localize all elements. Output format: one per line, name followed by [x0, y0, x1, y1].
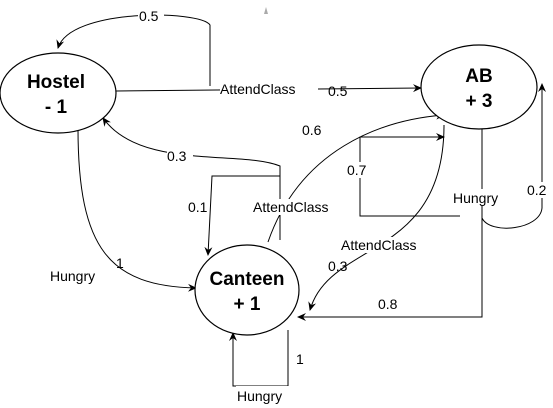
state-hostel-reward: - 1	[45, 97, 68, 118]
label-ab-self-attend-prob: 0.7	[347, 162, 367, 178]
state-canteen-reward: + 1	[234, 294, 261, 315]
label-canteen-self-hungry-action: Hungry	[237, 388, 282, 404]
state-canteen-name: Canteen	[210, 269, 285, 290]
state-ab-name: AB	[465, 66, 492, 87]
edge-hostel-to-canteen	[77, 127, 197, 292]
state-canteen: Canteen + 1	[194, 244, 300, 336]
label-canteen-self-attend-prob: 0.1	[188, 199, 208, 215]
state-ab-reward: + 3	[466, 91, 493, 112]
label-ab-hungry-action: Hungry	[453, 190, 498, 206]
label-canteen-to-hostel-prob: 0.3	[167, 148, 187, 164]
label-canteen-to-ab-action: AttendClass	[253, 199, 328, 215]
edge-canteen-to-ab	[267, 111, 445, 243]
state-ab: AB + 3	[420, 44, 538, 130]
label-hostel-to-ab-prob: 0.5	[328, 83, 348, 99]
state-ab-circle	[420, 44, 538, 130]
label-hostel-to-canteen-prob: 1	[116, 255, 124, 271]
label-hostel-to-ab-action: AttendClass	[220, 81, 295, 97]
edge-canteen-self-attend	[204, 175, 280, 256]
label-hostel-self-prob: 0.5	[139, 8, 159, 24]
state-canteen-circle	[194, 244, 300, 336]
state-hostel-name: Hostel	[27, 72, 85, 93]
label-canteen-to-ab-prob: 0.6	[302, 122, 322, 138]
edge-canteen-self-hungry	[229, 330, 289, 387]
label-ab-to-canteen-action: AttendClass	[341, 237, 416, 253]
edge-ab-to-canteen-hungry	[297, 125, 483, 321]
stray-marker	[264, 7, 268, 14]
label-hostel-to-canteen-action: Hungry	[50, 268, 95, 284]
state-hostel-circle	[0, 52, 117, 134]
edge-ab-self-hungry	[481, 83, 546, 229]
edge-ab-self-attend	[359, 133, 460, 217]
edge-canteen-to-hostel	[102, 117, 281, 240]
label-canteen-self-hungry-prob: 1	[296, 351, 304, 367]
label-ab-to-canteen-hungry-prob: 0.8	[378, 296, 398, 312]
state-hostel: Hostel - 1	[0, 52, 117, 134]
edge-ab-to-canteen-attend	[308, 124, 445, 311]
label-ab-to-canteen-prob: 0.3	[328, 258, 348, 274]
label-ab-self-hungry-prob: 0.2	[527, 182, 547, 198]
